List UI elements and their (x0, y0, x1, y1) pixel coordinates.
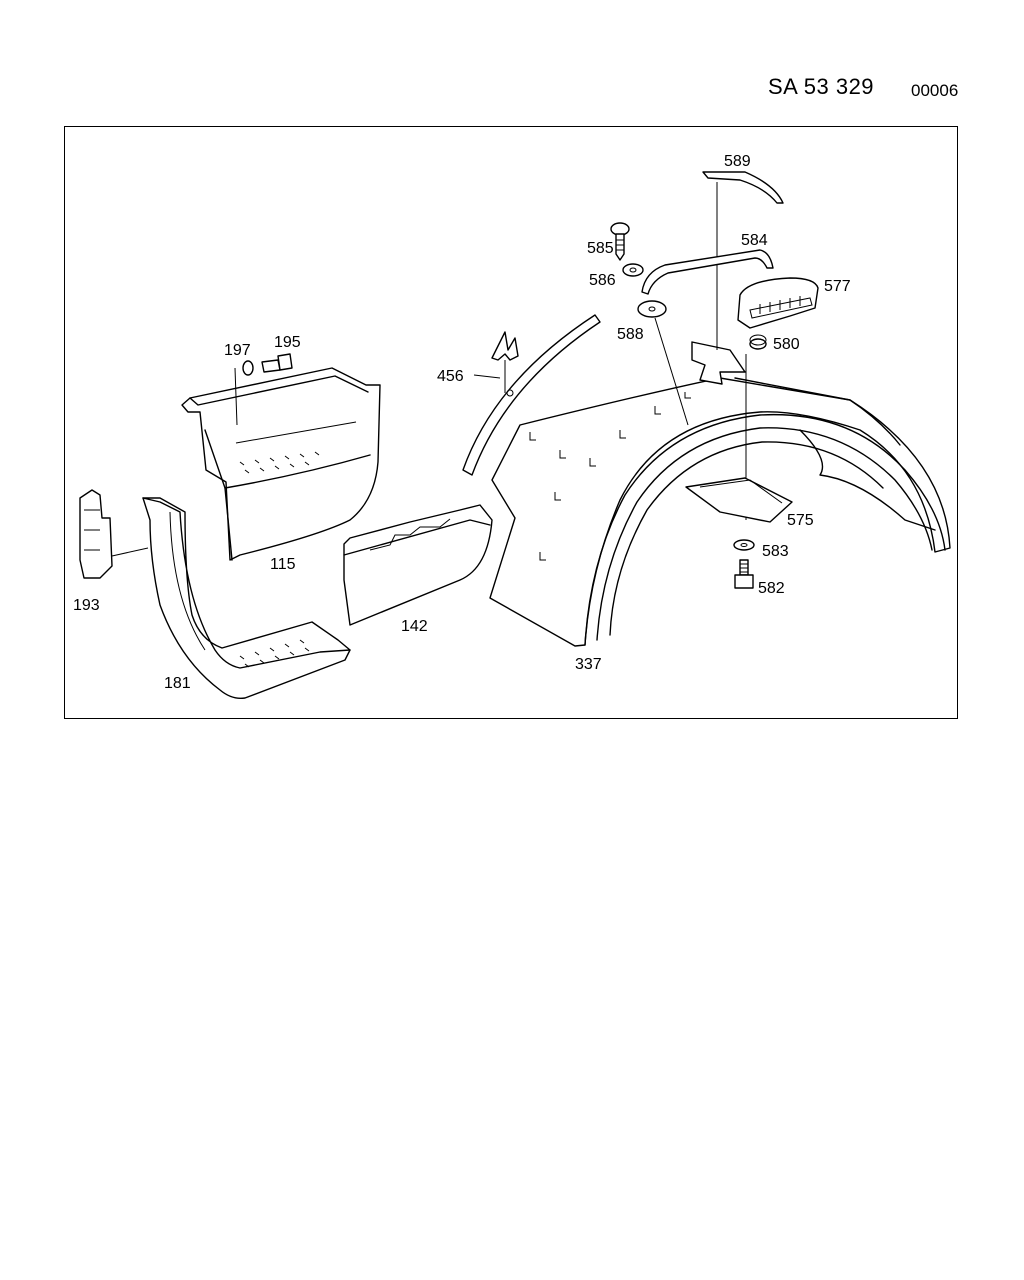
callout-337: 337 (575, 656, 602, 673)
callout-labels: 589 585 584 586 577 588 580 197 195 456 … (73, 153, 851, 692)
part-589-strip (702, 171, 784, 350)
part-181-step (142, 497, 351, 700)
part-575-plate (685, 477, 793, 523)
callout-193: 193 (73, 597, 100, 614)
drawing-code: SA 53 329 (768, 74, 875, 99)
callout-115: 115 (270, 556, 296, 573)
callout-586: 586 (589, 272, 616, 289)
callout-588: 588 (617, 326, 644, 343)
part-115-step-box (181, 353, 381, 561)
part-588-washer (637, 300, 689, 426)
callout-577: 577 (824, 278, 851, 295)
callout-197: 197 (224, 342, 251, 359)
callout-142: 142 (401, 618, 428, 635)
part-583-washer (733, 539, 755, 551)
callout-181: 181 (164, 675, 191, 692)
callout-456: 456 (437, 368, 464, 385)
callout-582: 582 (758, 580, 785, 597)
sheet-number: 00006 (911, 81, 959, 100)
part-577-lamp (737, 277, 819, 329)
part-337-mudguard (489, 341, 951, 647)
callout-584: 584 (741, 232, 768, 249)
part-582-bolt (734, 559, 754, 589)
part-585-screw (610, 222, 630, 261)
callout-575: 575 (787, 512, 814, 529)
callout-580: 580 (773, 336, 800, 353)
callout-195: 195 (274, 334, 301, 351)
part-586-washer (622, 263, 644, 277)
part-193-bracket (79, 489, 149, 579)
callout-589: 589 (724, 153, 751, 170)
part-142-step-box (343, 504, 493, 626)
part-456-edge-strip (462, 314, 601, 476)
part-584-bracket (641, 249, 774, 295)
callout-583: 583 (762, 543, 789, 560)
callout-585: 585 (587, 240, 614, 257)
